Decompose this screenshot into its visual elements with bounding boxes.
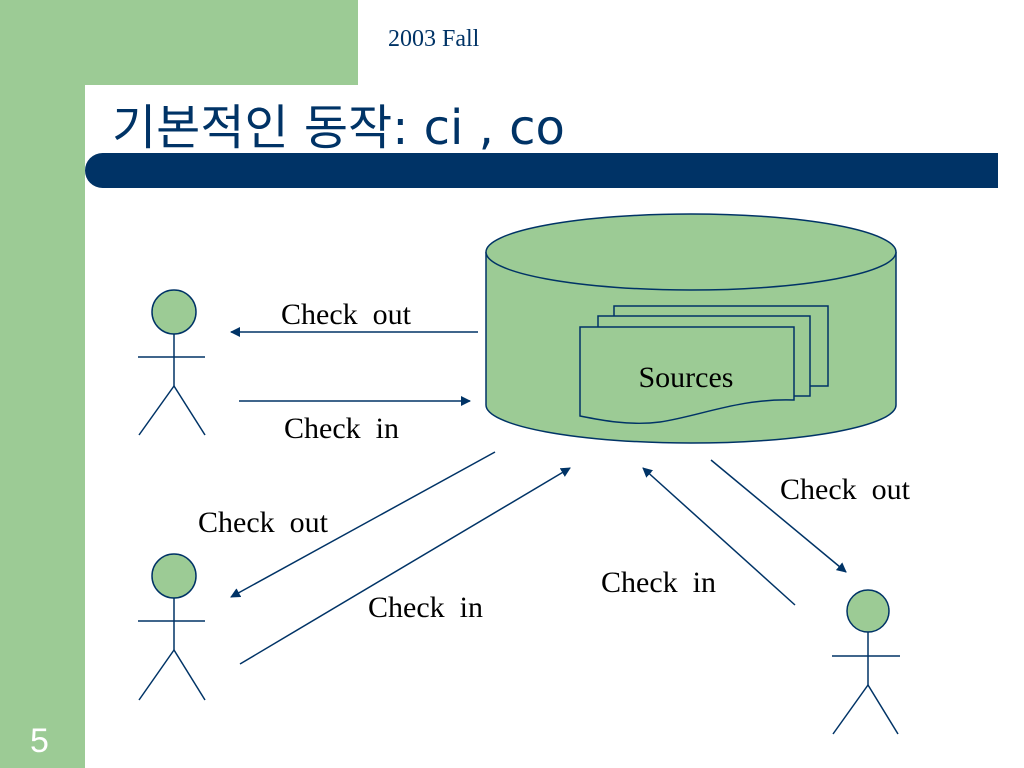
term-label: 2003 Fall — [388, 26, 480, 52]
check-out-label-left: Check out — [198, 506, 329, 539]
title-underline-bar — [85, 153, 998, 188]
left-accent-band — [0, 0, 85, 768]
check-in-label-right: Check in — [601, 566, 716, 599]
page-number: 5 — [30, 722, 49, 760]
user-actor-top-left — [138, 289, 206, 436]
check-out-label-top: Check out — [281, 298, 412, 331]
top-accent-band — [0, 0, 358, 85]
check-in-arrow-right — [642, 467, 796, 606]
check-in-label-left: Check in — [368, 591, 483, 624]
check-out-arrow-right — [710, 459, 847, 573]
sources-document-icon — [579, 305, 829, 425]
user-actor-bottom-right — [832, 589, 900, 735]
sources-label: Sources — [639, 361, 734, 394]
check-out-label-right: Check out — [780, 473, 911, 506]
check-in-arrow-left — [239, 467, 571, 665]
slide-title: 기본적인 동작: ci , co — [112, 100, 565, 156]
check-in-label-top: Check in — [284, 412, 399, 445]
user-actor-bottom-left — [138, 553, 206, 701]
check-out-arrow-left — [230, 451, 496, 598]
